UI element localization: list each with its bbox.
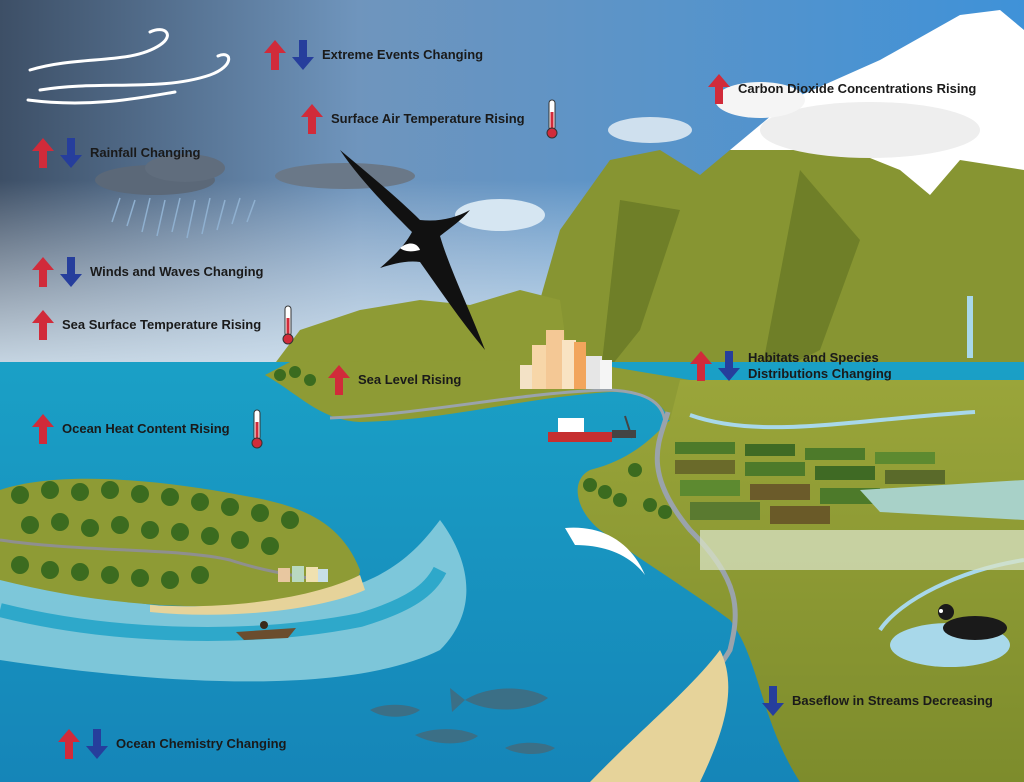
indicator-label: Sea Level Rising	[358, 371, 462, 387]
indicator-co2: Carbon Dioxide Concentrations Rising	[706, 72, 976, 106]
atoll-island	[0, 478, 360, 607]
arrow-up-icon	[58, 729, 80, 759]
indicator-label: Winds and Waves Changing	[90, 263, 264, 279]
arrow-single	[30, 308, 56, 342]
arrow-up-icon	[32, 138, 54, 168]
mountain-shadow	[760, 170, 860, 380]
lagoon-channel	[0, 566, 447, 641]
indicator-label: Sea Surface Temperature Rising	[62, 316, 262, 332]
arrow-down-icon	[762, 686, 784, 716]
cargo-ship	[548, 415, 636, 442]
indicator-ocean-heat: Ocean Heat Content Rising	[30, 408, 264, 450]
coastal-road	[329, 388, 667, 426]
beach	[590, 650, 729, 782]
arrow-up-icon	[32, 257, 54, 287]
indicator-label: Baseflow in Streams Decreasing	[792, 692, 993, 708]
wind-swirls	[26, 28, 231, 105]
arrow-pair	[30, 136, 84, 170]
indicator-label: Ocean Chemistry Changing	[116, 735, 287, 751]
arrow-single	[760, 684, 786, 718]
wetland-pond	[860, 480, 1024, 520]
indicator-label: Habitats and Species Distributions Chang…	[748, 350, 892, 383]
arrow-up-icon	[328, 365, 350, 395]
breaking-wave	[565, 527, 645, 575]
indicator-label: Ocean Heat Content Rising	[62, 420, 230, 436]
cloud	[608, 117, 692, 143]
beach-houses	[278, 566, 328, 582]
coot-bird-icon	[938, 604, 1007, 640]
arrow-down-icon	[60, 257, 82, 287]
coastal-hills	[270, 290, 570, 370]
arrow-down-icon	[60, 138, 82, 168]
thermometer-icon	[251, 409, 263, 449]
arrow-down-icon	[718, 351, 740, 381]
arrow-single	[30, 412, 56, 446]
palm-forest	[11, 366, 672, 589]
arrow-up-icon	[690, 351, 712, 381]
waterfall	[967, 296, 973, 358]
indicator-label: Surface Air Temperature Rising	[331, 110, 525, 126]
arrow-up-icon	[264, 40, 286, 70]
thermometer-icon	[546, 99, 558, 139]
indicator-ocean-chemistry: Ocean Chemistry Changing	[56, 727, 286, 761]
arrow-down-icon	[292, 40, 314, 70]
river	[689, 410, 976, 430]
arrow-up-icon	[301, 104, 323, 134]
indicator-sea-surface-temp: Sea Surface Temperature Rising	[30, 304, 295, 346]
arrow-up-icon	[32, 310, 54, 340]
arrow-single	[706, 72, 732, 106]
mountain-shadow	[600, 200, 680, 380]
arrow-pair	[56, 727, 110, 761]
indicator-sea-level: Sea Level Rising	[326, 363, 461, 397]
indicator-label-line1: Habitats and Species	[748, 349, 879, 365]
canoe	[236, 621, 296, 640]
indicator-surface-air-temp: Surface Air Temperature Rising	[299, 98, 559, 140]
indicator-winds-waves: Winds and Waves Changing	[30, 255, 263, 289]
cloud	[455, 199, 545, 231]
frigate-bird-marking	[400, 243, 420, 252]
indicator-label: Carbon Dioxide Concentrations Rising	[738, 80, 977, 96]
mountain-cloud	[760, 102, 980, 158]
agricultural-fields	[675, 442, 945, 524]
indicator-extreme-events: Extreme Events Changing	[262, 38, 483, 72]
arrow-pair	[30, 255, 84, 289]
arrow-down-icon	[86, 729, 108, 759]
island-beach	[150, 575, 365, 615]
indicator-label: Extreme Events Changing	[322, 46, 484, 62]
city-buildings	[520, 330, 612, 389]
arrow-single	[326, 363, 352, 397]
mountain-cloud	[715, 82, 805, 118]
arrow-pair	[262, 38, 316, 72]
lagoon-reef	[0, 520, 467, 682]
haze-band	[700, 530, 1024, 570]
rain-cloud	[95, 154, 415, 239]
arrow-up-icon	[708, 74, 730, 104]
arrow-up-icon	[32, 414, 54, 444]
indicator-label-line2: Distributions Changing	[748, 366, 892, 381]
arrow-single	[299, 102, 325, 136]
thermometer-icon	[282, 305, 294, 345]
indicator-habitats: Habitats and Species Distributions Chang…	[688, 349, 892, 383]
indicator-rainfall: Rainfall Changing	[30, 136, 201, 170]
indicator-label: Rainfall Changing	[90, 144, 201, 160]
indicator-baseflow: Baseflow in Streams Decreasing	[760, 684, 993, 718]
tuna-fish	[370, 688, 555, 754]
arrow-pair	[688, 349, 742, 383]
